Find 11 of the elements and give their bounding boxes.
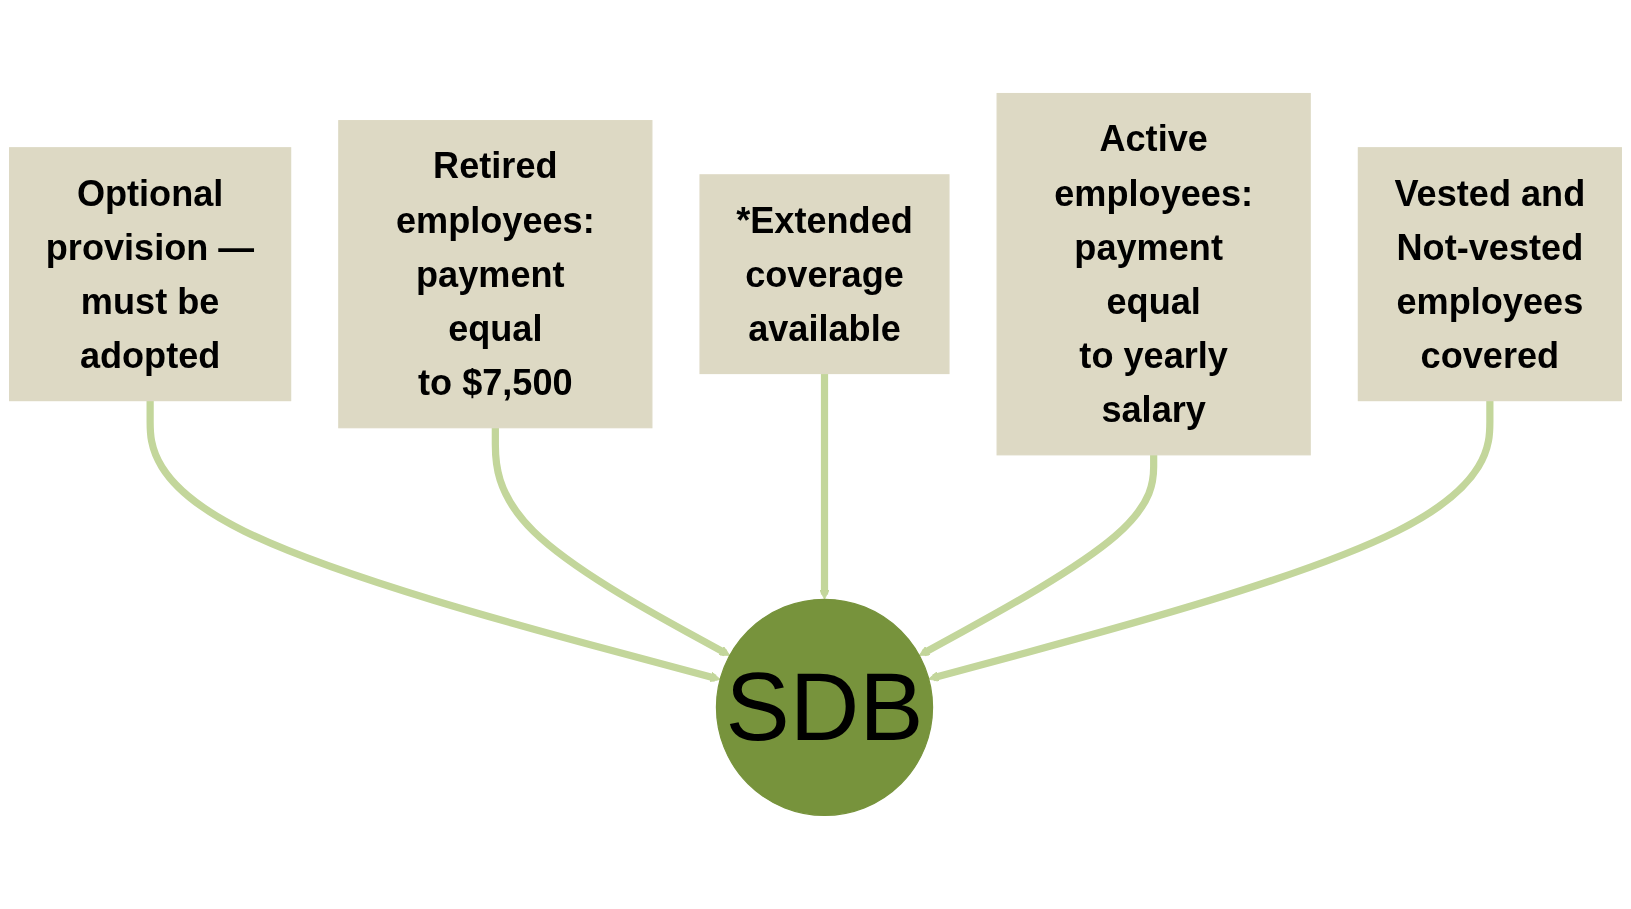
arrow bbox=[918, 454, 1158, 657]
arrow bbox=[819, 373, 830, 600]
arrow bbox=[928, 400, 1494, 682]
arrow bbox=[146, 400, 721, 683]
node-circle: SDB bbox=[715, 598, 934, 817]
node-box: Optional provision — must be adopted bbox=[9, 147, 292, 402]
node-box: *Extended coverage available bbox=[699, 174, 950, 375]
node-box: Retired employees: payment equal to $7,500 bbox=[338, 120, 653, 429]
node-box: Active employees: payment equal to yearly salary bbox=[996, 92, 1311, 456]
arrow bbox=[491, 427, 731, 657]
node-box: Vested and Not-vested employees covered bbox=[1357, 147, 1622, 402]
